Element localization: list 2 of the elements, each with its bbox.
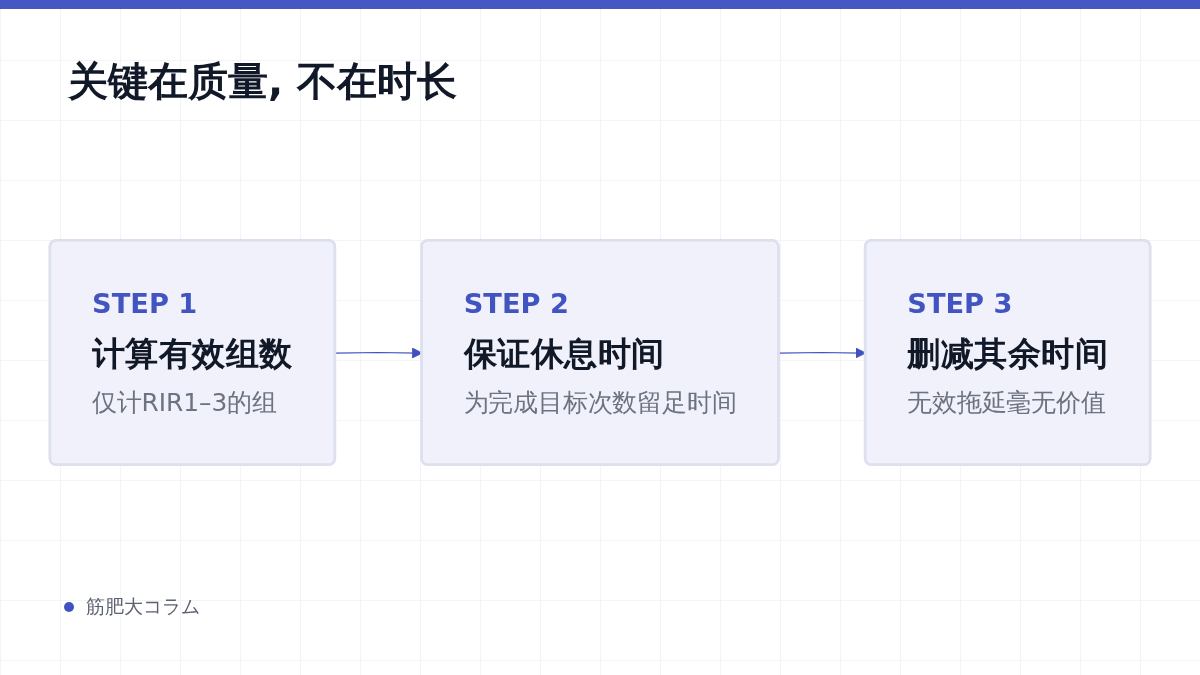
footer-note: 筋肥大コラム (86, 594, 200, 619)
page-title: 关键在质量, 不在时长 (68, 57, 458, 106)
